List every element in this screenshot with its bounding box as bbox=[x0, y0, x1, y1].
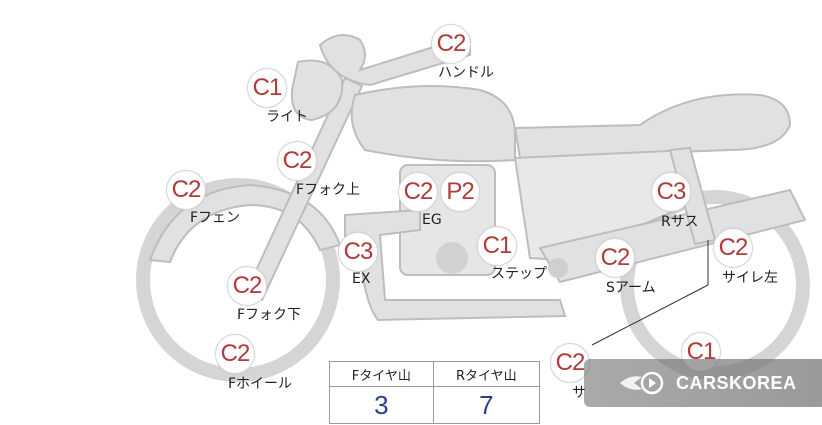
label-f-fork-upper: Fフォク上 bbox=[296, 182, 361, 198]
fuel-tank-shape bbox=[350, 85, 516, 163]
rear-tire-tread-header: Rタイヤ山 bbox=[432, 361, 541, 387]
label-f-wheel: Fホイール bbox=[228, 376, 293, 392]
marker-f-fork-upper-grade: C2 bbox=[277, 141, 317, 181]
marker-f-wheel-grade: C2 bbox=[215, 334, 255, 374]
tire-tread-table: Fタイヤ山 Rタイヤ山 3 7 bbox=[329, 361, 541, 424]
front-fork-shape bbox=[244, 76, 364, 302]
marker-handle-grade: C2 bbox=[431, 24, 471, 64]
marker-step-grade: C1 bbox=[477, 226, 517, 266]
label-ex: EX bbox=[352, 271, 371, 287]
seat-shape bbox=[513, 93, 792, 160]
label-step: ステップ bbox=[491, 266, 547, 282]
front-wheel-shape bbox=[136, 178, 340, 382]
carskorea-logo-icon bbox=[620, 371, 664, 395]
marker-ex-grade: C3 bbox=[338, 232, 378, 272]
marker-light-grade: C1 bbox=[247, 68, 287, 108]
front-tire-tread-value: 3 bbox=[329, 386, 434, 424]
marker-eg-grade: C2 bbox=[398, 172, 438, 212]
engine-cover-shape bbox=[436, 242, 468, 274]
label-eg: EG bbox=[422, 212, 442, 228]
label-handle: ハンドル bbox=[438, 65, 494, 81]
label-r-suspension: Rサス bbox=[661, 214, 699, 230]
marker-side-bottom-grade: C2 bbox=[550, 343, 590, 383]
marker-f-fork-lower-grade: C2 bbox=[227, 266, 267, 306]
footpeg-shape bbox=[548, 258, 568, 278]
marker-r-suspension-grade: C3 bbox=[651, 172, 691, 212]
label-f-fork-lower: Fフォク下 bbox=[237, 307, 302, 323]
headlight-shape bbox=[290, 59, 344, 122]
marker-s-arm-grade: C2 bbox=[595, 238, 635, 278]
label-side-bottom: サ bbox=[572, 385, 586, 401]
marker-silencer-left-grade: C2 bbox=[713, 228, 753, 268]
label-silencer-left: サイレ左 bbox=[722, 270, 778, 286]
label-f-fender: Fフェン bbox=[190, 210, 241, 226]
front-tire-tread-header: Fタイヤ山 bbox=[329, 361, 434, 387]
leader-line-side bbox=[591, 284, 709, 346]
marker-f-fender-grade: C2 bbox=[166, 170, 206, 210]
rear-tire-tread-value: 7 bbox=[432, 386, 541, 424]
carskorea-watermark: CARSKOREA bbox=[584, 359, 822, 407]
watermark-text: CARSKOREA bbox=[676, 372, 797, 393]
marker-eg-grade2: P2 bbox=[440, 172, 480, 212]
label-light: ライト bbox=[266, 109, 308, 125]
label-s-arm: Sアーム bbox=[606, 280, 656, 296]
